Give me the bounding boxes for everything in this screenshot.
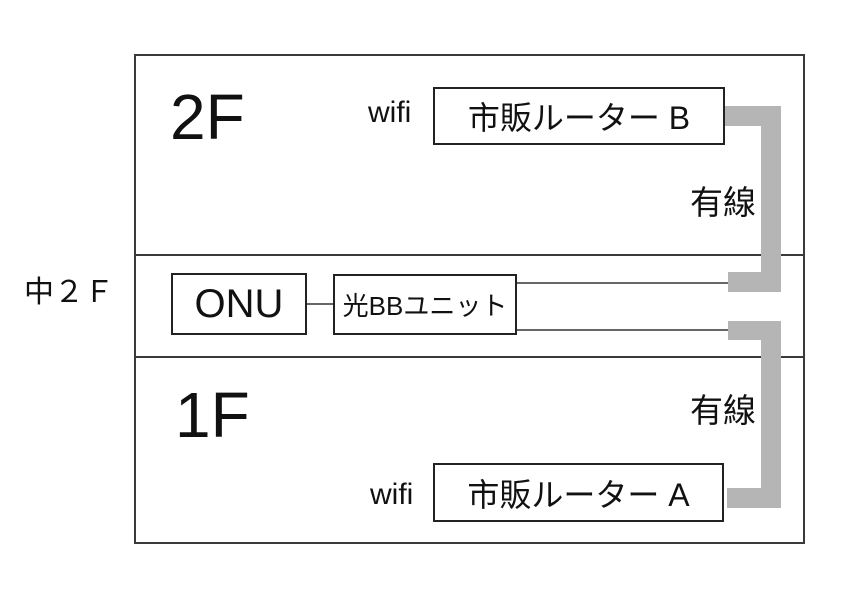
wifi-label-2f: wifi xyxy=(368,96,412,129)
cable-routera-horizontal-bottom xyxy=(727,488,781,508)
router-b-label: 市販ルーター B xyxy=(467,100,691,136)
router-a-box: 市販ルーター A xyxy=(433,463,724,522)
onu-box: ONU xyxy=(171,273,307,335)
line-onu-to-bb-unit xyxy=(306,303,334,305)
router-b-box: 市販ルーター B xyxy=(433,87,725,145)
floor-label-mid-2f: 中２Ｆ xyxy=(24,276,114,309)
wired-label-1f: 有線 xyxy=(690,392,756,429)
cable-routera-vertical xyxy=(761,321,781,508)
line-bb-unit-to-cable-bottom xyxy=(517,329,730,331)
floor-divider-2f-mid xyxy=(136,254,805,256)
floor-label-1f: 1F xyxy=(175,379,250,451)
cable-routerb-vertical xyxy=(761,106,781,292)
bb-unit-label: 光BBユニット xyxy=(342,291,508,321)
wired-label-2f: 有線 xyxy=(690,184,756,221)
cable-routerb-horizontal-bottom xyxy=(728,272,781,292)
onu-label: ONU xyxy=(194,281,284,326)
floor-divider-mid-1f xyxy=(136,356,805,358)
floor-label-2f: 2F xyxy=(170,81,245,153)
wifi-label-1f: wifi xyxy=(370,478,414,511)
router-a-label: 市販ルーター A xyxy=(467,476,690,513)
bb-unit-box: 光BBユニット xyxy=(333,274,517,335)
line-bb-unit-to-cable-top xyxy=(517,282,730,284)
